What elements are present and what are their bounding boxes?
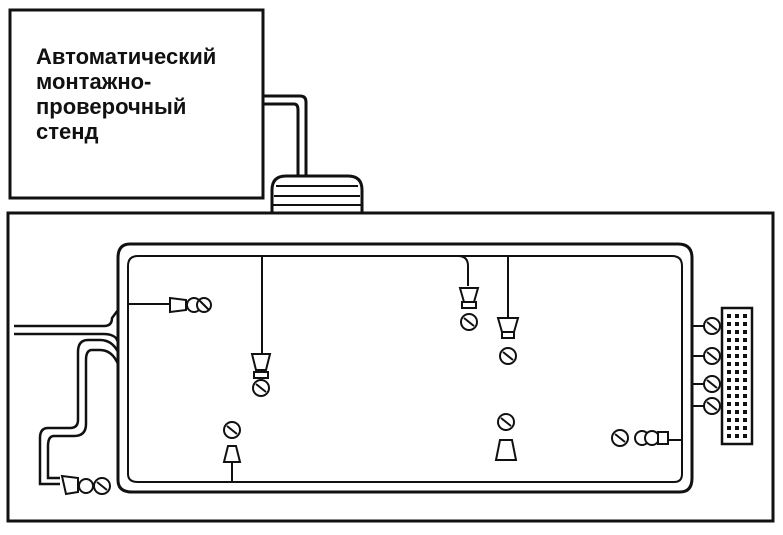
lamp-socket-icon (250, 353, 272, 397)
connector-pin (727, 426, 731, 430)
connector-pin (727, 386, 731, 390)
stand-cable (263, 94, 308, 182)
left-lower-branch (38, 338, 120, 486)
lamp-socket-icon (496, 317, 520, 365)
connector-pin (743, 426, 747, 430)
lamp-socket-icon (60, 474, 111, 496)
connector-pin (743, 354, 747, 358)
connector-pin (743, 418, 747, 422)
connector-pin (727, 362, 731, 366)
connector-pin (727, 418, 731, 422)
connector-pin (727, 394, 731, 398)
connector-pin (735, 370, 739, 374)
connector-pin (743, 410, 747, 414)
connector-pin (727, 338, 731, 342)
connector-pin (727, 370, 731, 374)
connector-pin (743, 402, 747, 406)
connector-pin (735, 418, 739, 422)
connector-pin (735, 386, 739, 390)
stand-label-line-4: стенд (36, 119, 99, 144)
lamp-socket-icon (458, 287, 480, 331)
cable-plug-icon (270, 174, 364, 212)
connector-pin (727, 354, 731, 358)
connector-pin (743, 386, 747, 390)
connector-pin (743, 346, 747, 350)
connector-pin (743, 338, 747, 342)
multi-pin-connector-icon (720, 306, 754, 446)
connector-pin (735, 346, 739, 350)
left-feed-wire (14, 309, 120, 343)
lamp-socket-icon (222, 421, 242, 463)
connector-pin (735, 426, 739, 430)
connector-pin (735, 362, 739, 366)
connector-pin (727, 314, 731, 318)
stand-label-line-2: монтажно- (36, 69, 152, 94)
connector-pin (735, 402, 739, 406)
connector-pin (735, 410, 739, 414)
stand-label-line-1: Автоматический (36, 44, 217, 69)
connector-pin (735, 322, 739, 326)
main-harness (116, 242, 694, 494)
stand-label: Автоматический монтажно- проверочный сте… (36, 44, 256, 144)
connector-pin (743, 434, 747, 438)
connector-pin (727, 330, 731, 334)
connector-pin (743, 362, 747, 366)
lamp-socket-icon (169, 296, 212, 314)
connector-pin (727, 322, 731, 326)
connector-pin (727, 410, 731, 414)
connector-pin (735, 378, 739, 382)
connector-pin (743, 378, 747, 382)
connector-pin (727, 402, 731, 406)
connector-pin (727, 434, 731, 438)
connector-pin (735, 394, 739, 398)
connector-pin (735, 354, 739, 358)
connector-lamps (703, 317, 721, 415)
branch-wires (128, 255, 706, 482)
connector-pin (743, 314, 747, 318)
connector-pin (743, 330, 747, 334)
connector-pin (735, 338, 739, 342)
connector-pin (735, 314, 739, 318)
stand-label-line-3: проверочный (36, 94, 187, 119)
connector-pin (735, 434, 739, 438)
connector-pin (743, 322, 747, 326)
lamp-socket-icon (494, 413, 518, 461)
connector-pin (727, 378, 731, 382)
lamp-socket-icon (611, 429, 669, 447)
connector-pin (735, 330, 739, 334)
connector-pin (743, 370, 747, 374)
vehicle-body-outline (6, 211, 775, 523)
connector-pin (727, 346, 731, 350)
connector-pin (743, 394, 747, 398)
